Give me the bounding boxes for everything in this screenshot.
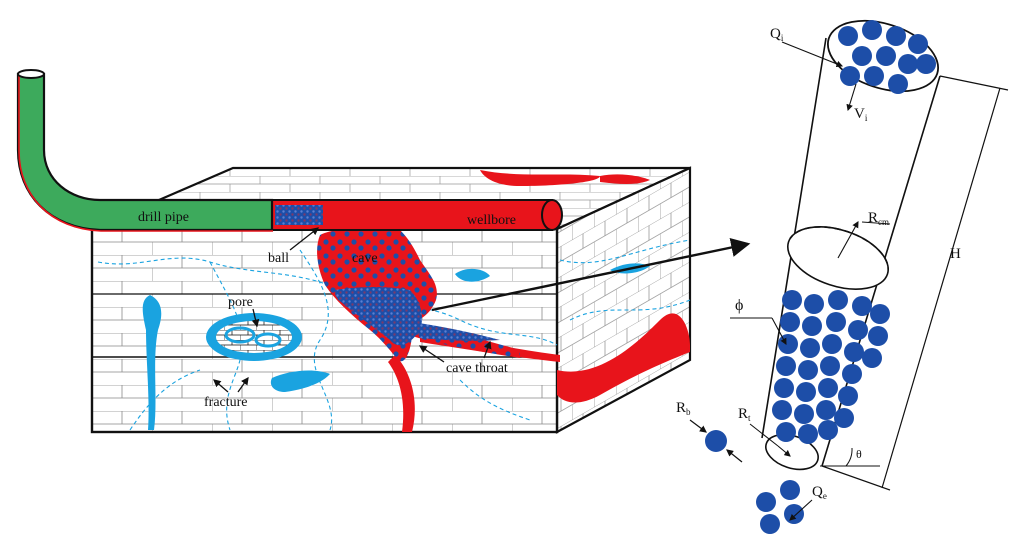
svg-text:Qe: Qe bbox=[812, 484, 827, 501]
single-ball bbox=[689, 419, 743, 463]
ball-icon bbox=[756, 492, 776, 512]
exit-ball-cluster bbox=[756, 480, 804, 534]
sym-Qi: Q bbox=[770, 26, 781, 42]
sym-Qe: Q bbox=[812, 484, 823, 500]
wellbore bbox=[271, 199, 563, 231]
sym-Rb: R bbox=[676, 400, 686, 416]
ball-icon bbox=[776, 422, 796, 442]
ball-icon bbox=[828, 290, 848, 310]
ball-icon bbox=[818, 378, 838, 398]
ball-icon bbox=[780, 480, 800, 500]
ball-icon bbox=[778, 334, 798, 354]
ball-icon bbox=[838, 26, 858, 46]
packed-ball-column bbox=[772, 290, 890, 444]
sym-Qi-sub: i bbox=[781, 33, 784, 43]
ball-icon bbox=[916, 54, 936, 74]
ball-icon bbox=[760, 514, 780, 534]
ball-icon bbox=[852, 46, 872, 66]
ball-icon bbox=[868, 326, 888, 346]
label-pore: pore bbox=[228, 295, 253, 310]
ball-icon bbox=[848, 320, 868, 340]
ball-icon bbox=[798, 360, 818, 380]
label-cave-throat: cave throat bbox=[446, 361, 508, 376]
ball-icon bbox=[794, 404, 814, 424]
ball-icon bbox=[862, 348, 882, 368]
ball-icon bbox=[818, 420, 838, 440]
ball-icon bbox=[826, 312, 846, 332]
ball-icon bbox=[888, 74, 908, 94]
ball-icon bbox=[816, 400, 836, 420]
ball-icon bbox=[798, 424, 818, 444]
ball-icon bbox=[844, 342, 864, 362]
ball-icon bbox=[820, 356, 840, 376]
ball-icon bbox=[780, 312, 800, 332]
label-ball: ball bbox=[268, 251, 289, 266]
ball-icon bbox=[838, 386, 858, 406]
sym-Rb-sub: b bbox=[686, 407, 691, 417]
ball-icon bbox=[852, 296, 872, 316]
ball-icon bbox=[876, 46, 896, 66]
ball-icon bbox=[774, 378, 794, 398]
sym-Vi-sub: i bbox=[865, 113, 868, 123]
ball-icon bbox=[796, 382, 816, 402]
ball-icon bbox=[776, 356, 796, 376]
ball-icon bbox=[862, 20, 882, 40]
top-ball-cluster bbox=[838, 20, 936, 94]
ball-icon bbox=[908, 34, 928, 54]
ball-icon bbox=[870, 304, 890, 324]
svg-text:Rb: Rb bbox=[676, 400, 691, 417]
ball-icon bbox=[802, 316, 822, 336]
sym-theta: θ bbox=[856, 447, 862, 461]
ball-icon bbox=[772, 400, 792, 420]
svg-text:Rt: Rt bbox=[738, 406, 751, 423]
pore bbox=[206, 313, 302, 361]
sym-Rcm: R bbox=[868, 210, 878, 226]
leader-arrows bbox=[213, 227, 492, 393]
ball-icon bbox=[886, 26, 906, 46]
ball-icon bbox=[840, 66, 860, 86]
sym-Rt-sub: t bbox=[748, 413, 751, 423]
label-drill-pipe: drill pipe bbox=[138, 210, 189, 225]
ball-icon bbox=[784, 504, 804, 524]
ball-icon bbox=[834, 408, 854, 428]
drill-pipe bbox=[16, 69, 274, 232]
sym-Rt: R bbox=[738, 406, 748, 422]
ball-icon bbox=[898, 54, 918, 74]
label-cave: cave bbox=[352, 251, 378, 266]
sym-Vi: V bbox=[854, 106, 865, 122]
sym-Qe-sub: e bbox=[823, 491, 827, 501]
svg-text:Qi: Qi bbox=[770, 26, 784, 43]
label-fracture: fracture bbox=[204, 395, 248, 410]
cave bbox=[317, 227, 520, 362]
ball-icon bbox=[782, 290, 802, 310]
sym-phi: ϕ bbox=[735, 297, 743, 314]
sym-Rcm-sub: cm bbox=[878, 217, 889, 227]
label-wellbore: wellbore bbox=[467, 213, 516, 228]
ball-icon bbox=[842, 364, 862, 384]
tube-symbols: Qi Vi Rcm H ϕ Rb Rt θ Qe bbox=[676, 26, 961, 521]
ball-icon bbox=[822, 334, 842, 354]
sym-H: H bbox=[950, 246, 961, 262]
svg-text:Rcm: Rcm bbox=[868, 210, 889, 227]
ball-icon bbox=[800, 338, 820, 358]
zoom-arrow bbox=[431, 238, 751, 312]
ball-icon bbox=[864, 66, 884, 86]
ball-icon bbox=[804, 294, 824, 314]
svg-text:Vi: Vi bbox=[854, 106, 868, 123]
vertical-fracture bbox=[142, 295, 162, 430]
